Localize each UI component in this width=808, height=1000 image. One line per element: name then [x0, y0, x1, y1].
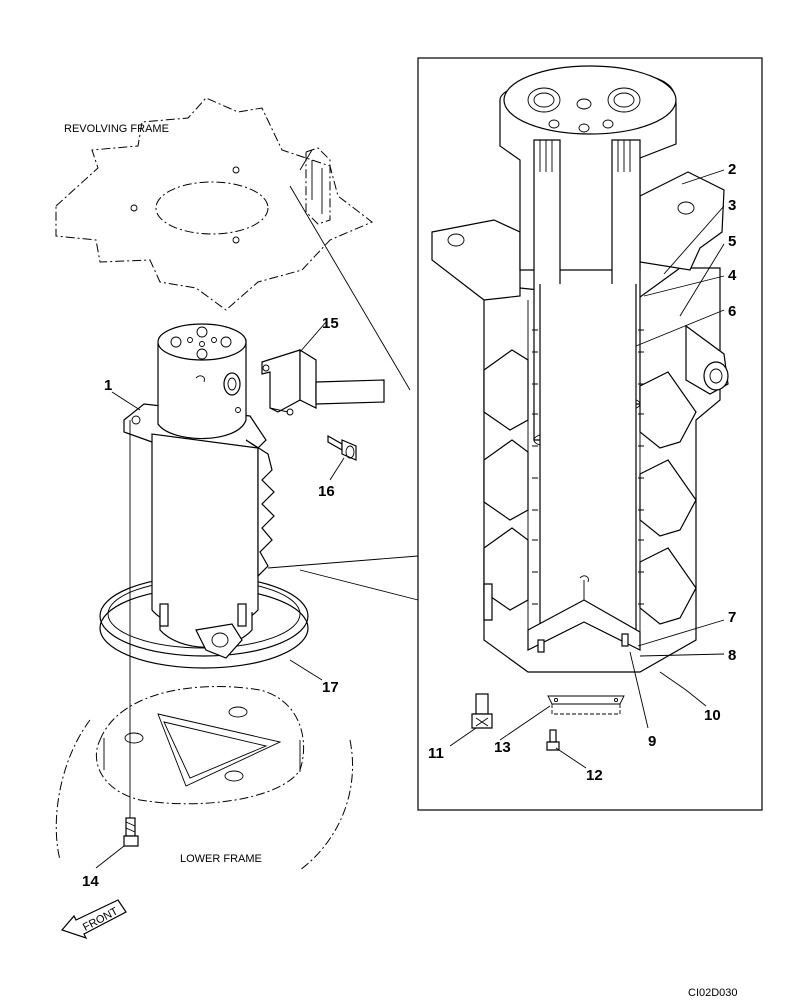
plate-13: [547, 695, 625, 715]
front-direction-arrow: [60, 899, 127, 940]
detail-zoom-leader: [267, 555, 419, 601]
bracket-15: [261, 348, 385, 416]
part-label-11: 11: [428, 745, 444, 762]
part-label-4: 4: [728, 267, 737, 284]
revolving-frame-label: REVOLVING FRAME: [64, 123, 169, 135]
detail-cross-section: [431, 65, 729, 673]
detail-view-frame: [417, 57, 763, 811]
leader-lines: [95, 169, 725, 869]
part-label-15: 15: [322, 315, 339, 332]
drawing-code: CI02D030: [688, 987, 738, 999]
part-label-1: 1: [104, 377, 112, 394]
part-label-6: 6: [728, 303, 736, 320]
lower-frame-label: LOWER FRAME: [180, 853, 262, 865]
bolt-14: [123, 420, 139, 847]
lower-frame-outline: [55, 686, 354, 871]
center-joint-assembly: [123, 323, 275, 659]
part-label-2: 2: [728, 161, 736, 178]
part-label-3: 3: [728, 197, 736, 214]
part-label-10: 10: [704, 707, 721, 724]
part-label-12: 12: [586, 767, 603, 784]
part-label-7: 7: [728, 609, 736, 626]
part-label-5: 5: [728, 233, 736, 250]
part-label-17: 17: [322, 679, 339, 696]
part-label-16: 16: [318, 483, 335, 500]
bolt-16: [327, 434, 357, 461]
bolt-11: [471, 693, 493, 729]
revolving-frame-outline: [55, 97, 411, 391]
part-label-14: 14: [82, 873, 99, 890]
part-label-8: 8: [728, 647, 736, 664]
part-label-13: 13: [494, 739, 511, 756]
screw-12: [546, 729, 560, 751]
part-label-9: 9: [648, 733, 656, 750]
